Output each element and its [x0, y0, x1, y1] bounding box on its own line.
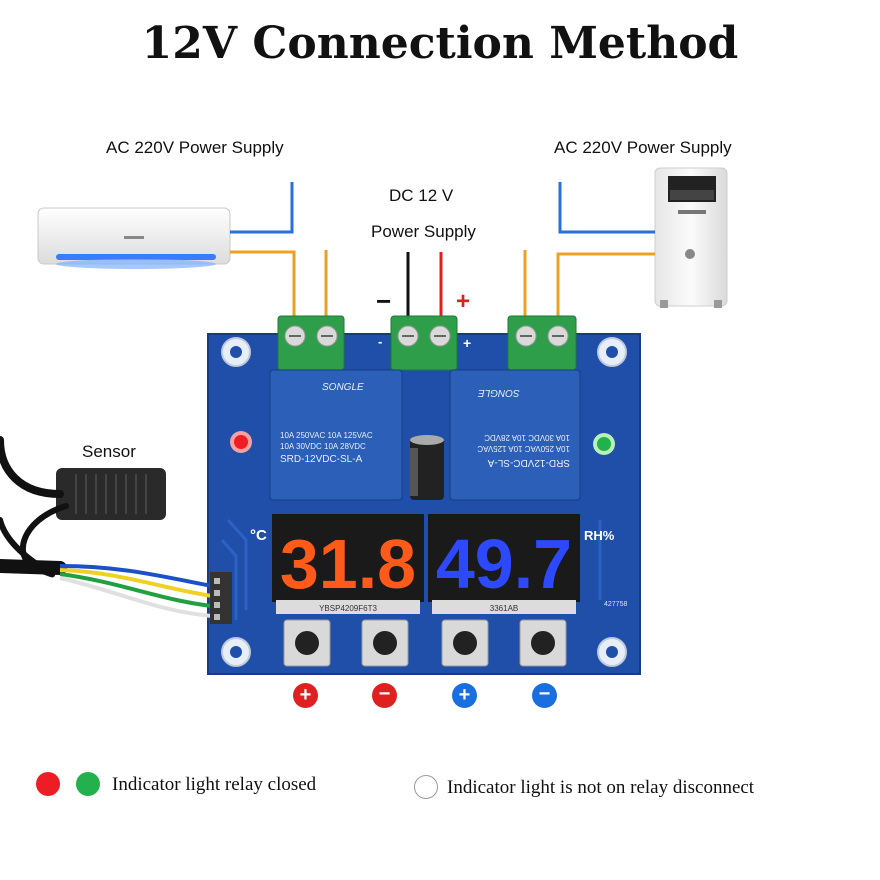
- board-id: 427758: [604, 601, 627, 608]
- sensor-connector-icon: [210, 572, 232, 624]
- sensor-label: Sensor: [82, 442, 136, 461]
- legend-closed-text: Indicator light relay closed: [112, 774, 317, 795]
- legend-red-dot: [36, 772, 60, 796]
- ac-wires-right: [523, 182, 655, 318]
- humidity-sticker: 3361AB: [490, 604, 518, 613]
- relay-right: SONGLE 10A 250VAC 10A 125VAC 10A 30VDC 1…: [449, 369, 581, 501]
- svg-text:SONGLE: SONGLE: [478, 387, 520, 398]
- temperature-display: YBSP4209F6T3 31.8: [272, 514, 424, 614]
- ac-right-label: AC 220V Power Supply: [554, 138, 732, 157]
- humidity-value: 49.7: [436, 525, 572, 603]
- legend-empty-dot: [414, 775, 438, 799]
- board-button-2: [361, 619, 409, 667]
- relay-left: SONGLE 10A 250VAC 10A 125VAC 10A 30VDC 1…: [269, 369, 403, 501]
- ac-left-label: AC 220V Power Supply: [106, 138, 284, 157]
- terminal-block-dc: [390, 315, 458, 371]
- board-button-3: [441, 619, 489, 667]
- led-green-icon: [593, 433, 615, 455]
- ac-wires-left: [230, 182, 328, 318]
- terminal-plus-label: +: [463, 335, 471, 351]
- terminal-block-left: [277, 315, 345, 371]
- humidity-display: 3361AB 49.7: [428, 514, 580, 614]
- sensor-wires: [59, 564, 213, 618]
- hum-minus-indicator: −: [532, 683, 557, 708]
- temperature-sticker: YBSP4209F6T3: [319, 604, 377, 613]
- svg-text:10A 30VDC 10A 28VDC: 10A 30VDC 10A 28VDC: [484, 433, 570, 442]
- led-red-icon: [230, 431, 252, 453]
- air-cooler-icon: [654, 167, 728, 308]
- legend-open-text: Indicator light is not on relay disconne…: [447, 777, 755, 798]
- dc-label-line2: Power Supply: [371, 222, 476, 241]
- svg-text:10A 250VAC 10A 125VAC: 10A 250VAC 10A 125VAC: [477, 444, 570, 453]
- capacitor-icon: [410, 435, 444, 500]
- unit-rh: RH%: [584, 528, 615, 543]
- svg-text:10A 30VDC 10A 28VDC: 10A 30VDC 10A 28VDC: [280, 442, 366, 451]
- terminal-block-right: [507, 315, 577, 371]
- temp-plus-indicator: +: [293, 683, 318, 708]
- unit-celsius: °C: [250, 527, 267, 544]
- diagram-title: 12V Connection Method: [141, 18, 739, 69]
- dc-label-line1: DC 12 V: [389, 186, 454, 205]
- hum-plus-indicator: +: [452, 683, 477, 708]
- temp-minus-indicator: −: [372, 683, 397, 708]
- svg-text:SRD-12VDC-SL-A: SRD-12VDC-SL-A: [280, 454, 363, 465]
- legend-green-dot: [76, 772, 100, 796]
- dc-plus-sign: +: [456, 288, 471, 315]
- temperature-value: 31.8: [280, 525, 416, 603]
- board-button-1: [283, 619, 331, 667]
- dc-minus-sign: −: [376, 286, 392, 316]
- svg-text:SONGLE: SONGLE: [322, 382, 364, 393]
- sensor-icon: [56, 468, 166, 520]
- svg-text:10A 250VAC 10A 125VAC: 10A 250VAC 10A 125VAC: [280, 431, 373, 440]
- terminal-minus-label: -: [378, 334, 382, 349]
- air-conditioner-icon: [37, 207, 231, 269]
- sensor-cable: [0, 436, 69, 578]
- svg-text:SRD-12VDC-SL-A: SRD-12VDC-SL-A: [487, 457, 570, 468]
- board-button-4: [519, 619, 567, 667]
